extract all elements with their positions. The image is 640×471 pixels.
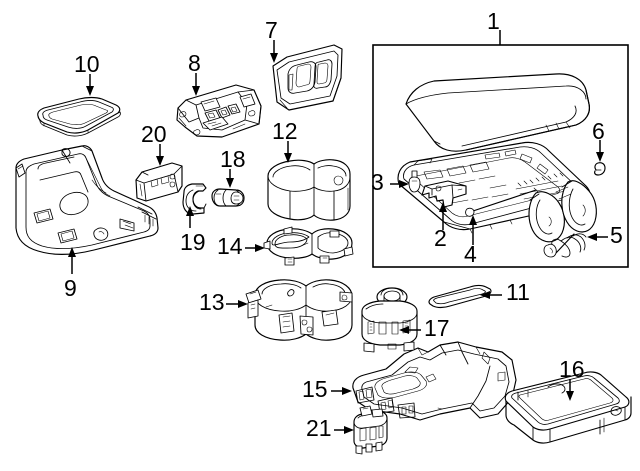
part-console-insert-trim-strip: [428, 284, 492, 309]
callout-label-4: 4: [464, 241, 477, 267]
part-retainer-clip: [594, 162, 606, 176]
part-console-body-base: [352, 341, 517, 421]
callout-label-17: 17: [424, 315, 450, 341]
part-armrest-latch-bracket: [421, 180, 467, 208]
callout-label-2: 2: [434, 225, 447, 251]
callout-label-19: 19: [180, 229, 206, 255]
callout-label-20: 20: [141, 121, 167, 147]
part-seat-heater-switch: [135, 162, 183, 202]
callout-label-21: 21: [306, 415, 332, 441]
callout-label-1: 1: [487, 8, 500, 34]
part-outlet-retainer-bracket: [182, 183, 207, 215]
part-shift-control-module: [361, 287, 418, 353]
part-auxiliary-switch-connector: [353, 405, 388, 455]
part-front-console-trim-panel: [15, 145, 159, 255]
callout-label-18: 18: [220, 146, 246, 172]
part-console-storage-tray-mat: [37, 96, 121, 137]
callout-label-10: 10: [74, 51, 100, 77]
callout-label-11: 11: [506, 279, 530, 305]
callout-label-3: 3: [371, 169, 384, 195]
callout-leaders: [68, 30, 608, 434]
armrest-mounting-legs: [528, 180, 597, 243]
callout-label-15: 15: [302, 376, 328, 402]
callout-label-8: 8: [188, 50, 201, 76]
part-console-armrest-assembly: [405, 73, 590, 152]
callout-label-12: 12: [272, 118, 298, 144]
callout-label-5: 5: [610, 222, 623, 248]
callout-label-6: 6: [592, 118, 605, 144]
callout-label-16: 16: [559, 356, 585, 382]
callout-label-14: 14: [217, 233, 243, 259]
part-cup-holder-housing: [245, 279, 353, 341]
callout-label-7: 7: [265, 17, 278, 43]
part-armrest-hinge-rod: [465, 187, 539, 217]
part-hinge-pin-bushing: [408, 170, 421, 193]
part-console-switch-panel: [176, 84, 262, 138]
part-power-outlet-socket: [211, 188, 245, 207]
part-armrest-return-spring: [543, 233, 587, 258]
part-cup-holder-retainer-ring: [263, 226, 354, 266]
part-cup-holder-insert: [267, 159, 351, 221]
part-rear-console-trim-bezel: [272, 44, 343, 111]
callout-label-9: 9: [64, 275, 77, 301]
callout-label-13: 13: [199, 289, 225, 315]
part-rear-storage-bin: [504, 371, 632, 444]
